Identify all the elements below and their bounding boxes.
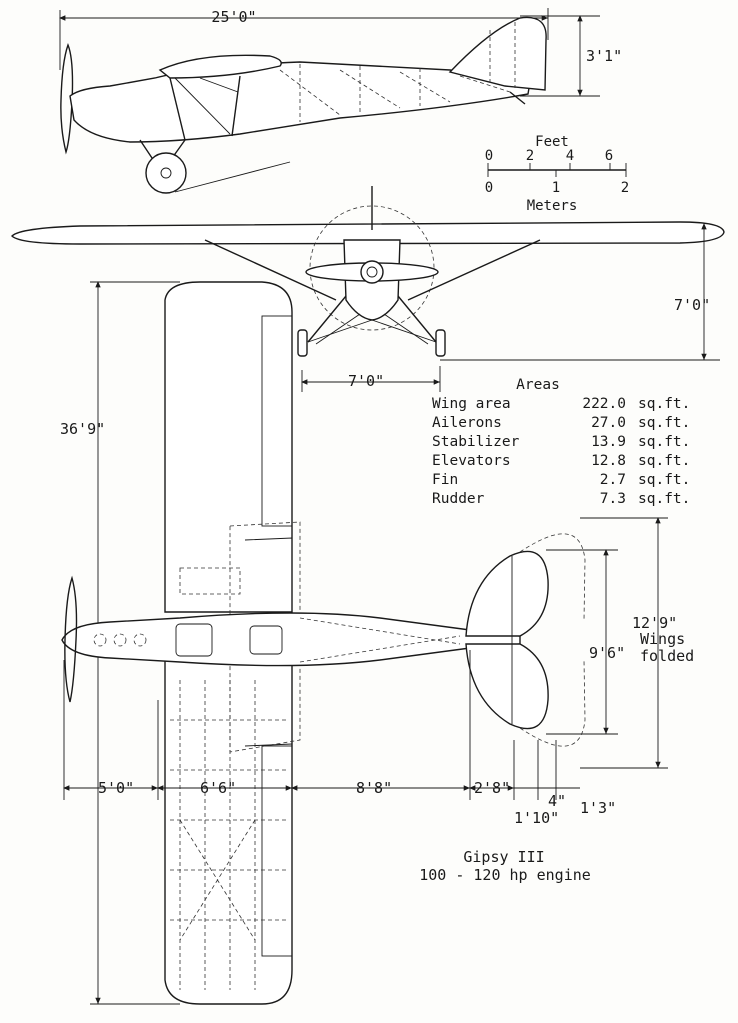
area-value-1: 27.0 [591, 415, 626, 431]
front-wing [11, 221, 725, 245]
area-name-0: Wing area [432, 396, 511, 412]
front-wheel-left [297, 329, 308, 357]
areas-table: Areas Wing area 222.0 sq.ft. Ailerons 27… [432, 377, 690, 507]
tail-section-label: 2'8" [474, 779, 510, 797]
area-value-5: 7.3 [600, 491, 626, 507]
area-value-0: 222.0 [582, 396, 626, 412]
stabilizer-span-label: 9'6" [589, 644, 625, 662]
wing-to-tail-label: 8'8" [356, 779, 392, 797]
area-value-4: 2.7 [600, 472, 626, 488]
area-name-1: Ailerons [432, 415, 502, 431]
engine-name: Gipsy III [463, 848, 544, 866]
area-value-2: 13.9 [591, 434, 626, 450]
area-name-2: Stabilizer [432, 434, 520, 450]
plan-wing-lower [164, 659, 293, 1005]
area-name-5: Rudder [432, 491, 485, 507]
small-dim-c-label: 1'10" [514, 809, 559, 827]
area-name-3: Elevators [432, 453, 511, 469]
area-unit-3: sq.ft. [638, 453, 690, 469]
scale-feet-label: Feet [535, 134, 569, 150]
track-label: 7'0" [348, 372, 384, 390]
height-label: 7'0" [674, 296, 710, 314]
areas-title: Areas [516, 377, 560, 393]
meter-tick-1: 1 [552, 180, 560, 196]
area-value-3: 12.8 [591, 453, 626, 469]
feet-tick-2: 2 [526, 148, 534, 164]
scale-bar: Feet 0 2 4 6 0 1 2 Meters [485, 134, 629, 214]
area-unit-1: sq.ft. [638, 415, 690, 431]
plan-stabilizer-lower [465, 643, 549, 730]
area-unit-2: sq.ft. [638, 434, 690, 450]
front-spinner [360, 260, 384, 284]
feet-tick-4: 4 [566, 148, 574, 164]
folded-width-label: 12'9" [632, 614, 677, 632]
side-fin [448, 16, 547, 91]
engine-power: 100 - 120 hp engine [419, 866, 591, 884]
plan-view: 36'9" [60, 281, 694, 1005]
meter-tick-0: 0 [485, 180, 493, 196]
side-view: 25'0" 3'1" [59, 8, 622, 194]
nose-to-wing-label: 5'0" [98, 779, 134, 797]
small-dim-b-label: 1'3" [580, 799, 616, 817]
scale-meters-label: Meters [527, 198, 578, 214]
tail-height-label: 3'1" [586, 47, 622, 65]
feet-tick-0: 0 [485, 148, 493, 164]
small-dim-a-label: 4" [548, 792, 566, 810]
overall-length-label: 25'0" [211, 8, 256, 26]
chord-label: 6'6" [200, 779, 236, 797]
meter-tick-2: 2 [621, 180, 629, 196]
plan-propeller [64, 575, 78, 703]
front-wheel-right [435, 329, 446, 357]
area-unit-5: sq.ft. [638, 491, 690, 507]
folded-word-1: Wings [640, 630, 685, 648]
side-propeller [60, 43, 74, 155]
caption: Gipsy III 100 - 120 hp engine [419, 848, 591, 884]
feet-tick-6: 6 [605, 148, 613, 164]
plan-stabilizer-upper [465, 550, 549, 637]
folded-word-2: folded [640, 647, 694, 665]
span-label: 36'9" [60, 420, 105, 438]
area-name-4: Fin [432, 472, 458, 488]
area-unit-4: sq.ft. [638, 472, 690, 488]
side-wing [158, 54, 282, 79]
front-view: 7'0" 7'0" [11, 186, 725, 392]
area-unit-0: sq.ft. [638, 396, 690, 412]
plan-wing-upper [164, 281, 293, 613]
side-wheel [145, 152, 187, 194]
plan-fuselage [61, 612, 521, 667]
